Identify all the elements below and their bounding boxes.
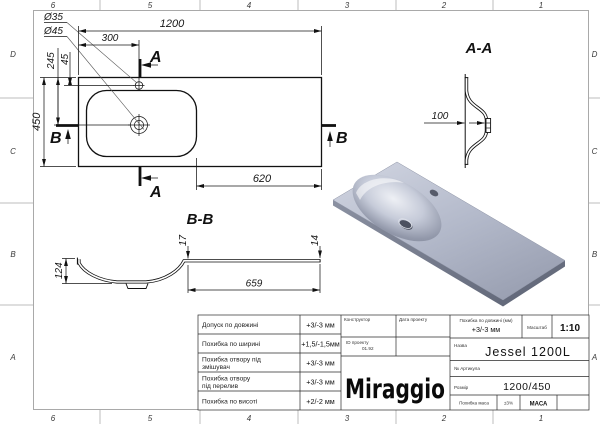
grid-row-label: D [592, 50, 598, 59]
tolerance-row-value: +1,5/-1,5мм [301, 340, 340, 349]
dim-bb-flat-label: 659 [246, 279, 263, 290]
grid-col-label: 4 [247, 1, 252, 10]
tolerance-row-label: Похибка отвору під [202, 356, 261, 364]
section-bb-title: B-B [187, 211, 214, 228]
grid-col-label: 2 [441, 414, 447, 423]
dim-450 [40, 77, 76, 167]
grid-row-label: C [10, 147, 16, 156]
grid-col-label: 2 [441, 1, 447, 10]
grid-row-label: D [10, 50, 16, 59]
render-drain-hole [399, 220, 413, 230]
dim-faucet-y-label: 45 [60, 53, 71, 65]
tolerance-row-label: Похибка по висоті [202, 398, 258, 406]
render-3d [332, 161, 566, 307]
grid-row-label: C [592, 147, 598, 156]
plan-view: Ø35 Ø45 1200 300 245 45 [31, 12, 348, 201]
section-bb-view: B-B 124 17 14 659 [54, 211, 322, 293]
brand-logo: Miraggio [345, 374, 445, 405]
render-faucet-hole [429, 189, 439, 197]
grid-col-label: 4 [247, 414, 252, 423]
tolerance-row-label2: під перелив [202, 382, 239, 390]
grid-col-label: 5 [148, 1, 153, 10]
size-label: Розмір [454, 385, 469, 390]
tolerance-row-label: Похибка отвору [202, 375, 251, 383]
dim-300 [78, 40, 140, 80]
dim-bb-height-label: 124 [54, 262, 65, 279]
faucet-hole-diameter: Ø35 [43, 12, 63, 23]
grid-col-label: 3 [345, 414, 350, 423]
tolerance-row-label: Похибка по ширині [202, 340, 261, 348]
grid-col-label: 1 [539, 1, 543, 10]
length-tolerance-label: Похибка по довжині (мм) [459, 318, 513, 323]
dim-659 [187, 264, 321, 293]
dim-124 [62, 258, 112, 284]
tolerance-table: Допуск по довжині +3/-3 мм Похибка по ши… [202, 321, 340, 407]
size-value: 1200/450 [503, 381, 551, 393]
length-tolerance-value: +3/-3 мм [472, 325, 501, 334]
section-b-label-right: B [336, 130, 348, 147]
faucet-hole [133, 80, 145, 91]
tolerance-row-label: Допуск по довжині [202, 321, 259, 329]
tolerance-row-label2: змішувач [202, 363, 230, 371]
dim-drain-y-label: 245 [46, 52, 57, 70]
grid-row-label: B [10, 250, 16, 259]
section-aa-title: A-A [465, 40, 493, 57]
diameter-leaders [44, 22, 145, 130]
tolerance-row-value: +3/-3 мм [306, 321, 335, 330]
section-bb-profile [76, 257, 321, 289]
dim-bb-edge-label: 14 [310, 234, 321, 246]
dim-faucet-x-label: 300 [102, 33, 119, 44]
grid-col-label: 3 [345, 1, 350, 10]
constructor-label: Конструктор [344, 317, 371, 322]
render-basin [352, 174, 442, 242]
article-label: № Артикула [454, 366, 480, 371]
dim-basin-depth-label: 100 [432, 111, 449, 122]
name-label: Назва [454, 343, 467, 348]
dim-right-label: 620 [253, 173, 272, 185]
section-aa-view: A-A 100 [424, 40, 492, 168]
section-a-label-top: A [149, 49, 162, 66]
dim-bb-lip-label: 17 [178, 234, 189, 246]
scale-label: Масштаб [527, 325, 547, 330]
dim-depth-label: 450 [31, 112, 43, 131]
tolerance-row-value: +3/-3 мм [306, 359, 335, 368]
date-label: Дата проекту [399, 317, 428, 322]
grid-col-label: 6 [51, 1, 56, 10]
grid-row-label: B [592, 250, 598, 259]
tolerance-row-value: +3/-3 мм [306, 378, 335, 387]
drain-hole-diameter: Ø45 [43, 26, 63, 37]
section-a-markers [138, 59, 158, 186]
grid-row-label: A [9, 353, 15, 362]
mass-tolerance-value: ±3% [504, 401, 513, 406]
project-id-value: 01.92 [362, 346, 374, 351]
section-b-label-left: B [50, 130, 62, 147]
title-block: Допуск по довжині +3/-3 мм Похибка по ши… [197, 314, 590, 411]
grid-col-label: 1 [539, 414, 543, 423]
mass-label: МАСА [530, 402, 548, 408]
dim-width-label: 1200 [160, 18, 185, 30]
scale-value: 1:10 [560, 323, 580, 334]
section-b-markers [56, 124, 336, 147]
product-name: Jessel 1200L [485, 345, 571, 359]
title-block-lines [197, 314, 590, 411]
grid-row-label: A [591, 353, 597, 362]
section-aa-profile [464, 74, 492, 168]
dim-45 [64, 52, 134, 86]
mass-tolerance-label: Похибка маса [459, 401, 489, 406]
dim-1200 [78, 26, 322, 75]
dim-620 [196, 158, 322, 190]
basin-outline [85, 89, 198, 158]
grid-col-label: 6 [51, 414, 56, 423]
grid-col-label: 5 [148, 414, 153, 423]
tolerance-row-value: +2/-2 мм [306, 397, 335, 406]
drain-hole [128, 114, 150, 136]
project-id-label: ID проекту [346, 340, 369, 345]
render-basin-highlight [356, 178, 404, 200]
section-a-label-bottom: A [149, 184, 162, 201]
countertop-outline [77, 76, 323, 168]
